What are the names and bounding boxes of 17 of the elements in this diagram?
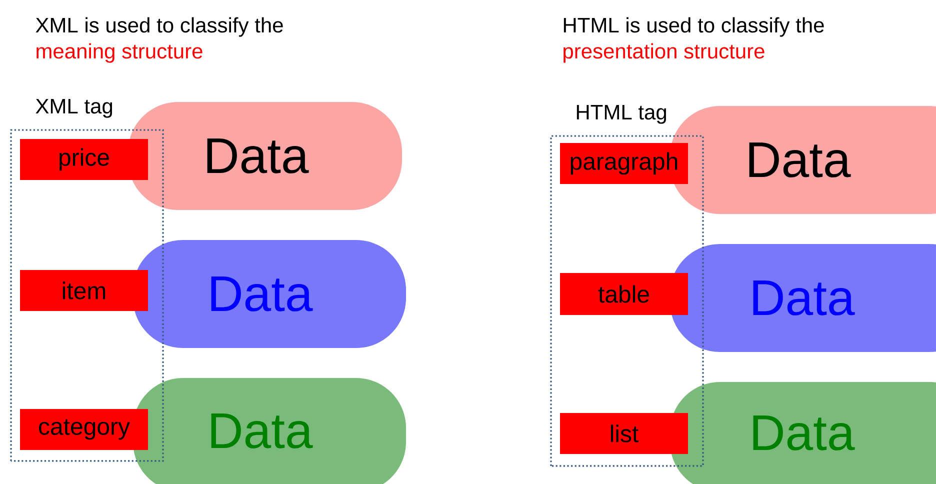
tag-box: table [560,273,688,315]
heading-text: meaning structure [36,43,202,63]
node-label: HTML tag [576,104,666,124]
tag-box: paragraph [560,143,688,184]
tag-box: category [20,408,148,450]
heading-text: HTML is used to classify the [564,17,824,37]
data-blob: Data [133,378,406,484]
data-blob: Data [670,382,936,484]
heading-text: presentation structure [564,43,764,63]
heading-text: XML is used to classify the [36,17,283,37]
tag-box: price [20,139,148,180]
data-blob: Data [670,244,936,352]
tag-box: list [560,412,688,454]
data-blob: Data [128,102,402,210]
data-blob: Data [133,240,406,348]
tag-box: item [20,270,148,311]
node-label: XML tag [36,98,112,118]
